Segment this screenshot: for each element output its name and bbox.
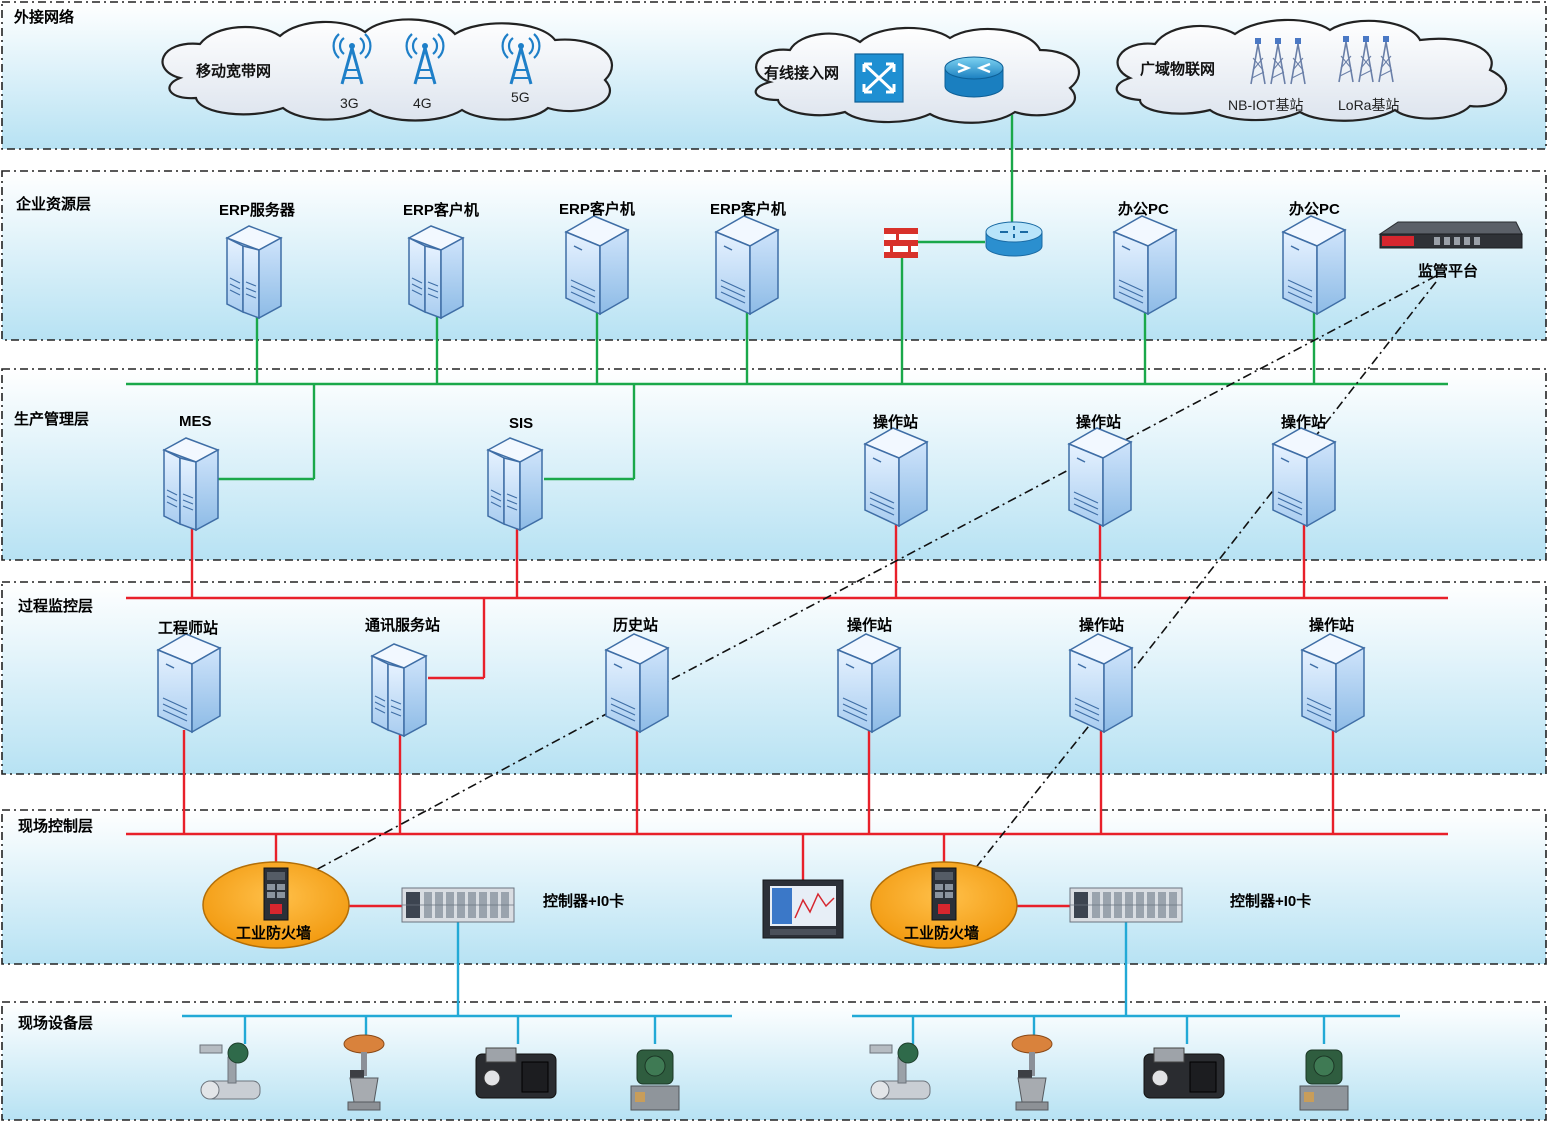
process-op-station-2-icon: [1069, 633, 1133, 733]
layer-title-production: 生产管理层: [14, 410, 89, 428]
tower-5g-label: 5G: [511, 89, 530, 105]
pressure-transmitter-2-icon: [1299, 1049, 1349, 1111]
engineer-station-icon: [157, 633, 221, 733]
pressure-transmitter-1-icon: [630, 1049, 680, 1111]
controller-2-icon: [1069, 887, 1183, 923]
tower-3g-label: 3G: [340, 95, 359, 111]
iot-network-label: 广域物联网: [1140, 60, 1215, 78]
monitoring-platform-label: 监管平台: [1418, 262, 1478, 280]
controller-2-label: 控制器+I0卡: [1230, 892, 1311, 910]
erp-client-1-label: ERP客户机: [403, 201, 479, 219]
production-op-station-1-icon: [864, 427, 928, 527]
tower-4g-label: 4G: [413, 95, 432, 111]
mobile-network-label: 移动宽带网: [196, 62, 271, 80]
layer-title-process: 过程监控层: [18, 597, 93, 615]
erp-client-1-icon: [408, 225, 464, 319]
sis-label: SIS: [509, 415, 533, 432]
erp-client-3-label: ERP客户机: [710, 200, 786, 218]
office-pc-2-label: 办公PC: [1289, 200, 1340, 218]
monitoring-platform-icon: [1378, 221, 1523, 249]
hmi-panel-icon: [762, 879, 844, 939]
comm-server-label: 通讯服务站: [365, 616, 440, 634]
production-op-station-3-icon: [1272, 427, 1336, 527]
industrial-firewall-2-icon: [931, 867, 957, 921]
panel-process: [1, 581, 1547, 775]
erp-client-2-label: ERP客户机: [559, 200, 635, 218]
layer-title-field-device: 现场设备层: [18, 1014, 93, 1032]
valve-positioner-2-icon: [1143, 1047, 1225, 1099]
cloud-iot: 广域物联网 NB-IOT基站 LoRa基站: [1115, 18, 1508, 122]
sis-server-icon: [487, 437, 543, 531]
core-router-icon: [985, 221, 1043, 257]
process-op-station-1-icon: [837, 633, 901, 733]
process-op-station-3-label: 操作站: [1309, 616, 1354, 634]
industrial-firewall-2-label: 工业防火墙: [904, 924, 979, 942]
layer-titles: 外接网络 企业资源层 生产管理层 过程监控层 现场控制层 现场设备层: [13, 8, 93, 1032]
red-network-links: [126, 522, 1448, 908]
switch-icon: [854, 53, 904, 103]
erp-client-3-icon: [715, 215, 779, 315]
green-network-links: [126, 115, 1448, 481]
layer-title-field-control: 现场控制层: [18, 817, 93, 835]
office-pc-1-label: 办公PC: [1118, 200, 1169, 218]
industrial-firewall-1-icon: [263, 867, 289, 921]
router-icon: [944, 56, 1004, 98]
history-station-icon: [605, 633, 669, 733]
history-station-label: 历史站: [613, 616, 658, 634]
wired-network-label: 有线接入网: [764, 64, 839, 82]
production-op-station-2-icon: [1068, 427, 1132, 527]
nbiot-station-label: NB-IOT基站: [1228, 97, 1303, 113]
controller-1-icon: [401, 887, 515, 923]
process-nodes: 工程师站 通讯服务站 历史站 操作站 操作站 操作站: [157, 616, 1365, 737]
enterprise-nodes: ERP服务器 ERP客户机 ERP客户机 ERP客户机 办公PC 办公PC: [219, 200, 1523, 319]
production-nodes: MES SIS 操作站 操作站 操作站: [163, 413, 1336, 531]
field-control-nodes: 工业防火墙 控制器+I0卡 工业防火墙 控制器+I0卡: [202, 861, 1311, 949]
erp-server-icon: [226, 225, 282, 319]
industrial-firewall-1-label: 工业防火墙: [236, 924, 311, 942]
valve-positioner-1-icon: [475, 1047, 557, 1099]
cloud-wired: 有线接入网: [754, 26, 1081, 124]
erp-client-2-icon: [565, 215, 629, 315]
controller-1-label: 控制器+I0卡: [543, 892, 624, 910]
layer-title-enterprise: 企业资源层: [15, 195, 91, 213]
office-pc-1-icon: [1113, 215, 1177, 315]
mes-server-icon: [163, 437, 219, 531]
erp-server-label: ERP服务器: [219, 201, 296, 219]
cloud-mobile: 移动宽带网 3G 4G 5G: [161, 18, 613, 122]
mes-label: MES: [179, 413, 212, 430]
production-op-station-3-label: 操作站: [1281, 413, 1326, 431]
panel-field-device: [1, 1001, 1547, 1121]
layer-title-external: 外接网络: [13, 8, 74, 26]
production-op-station-2-label: 操作站: [1076, 413, 1121, 431]
production-op-station-1-label: 操作站: [873, 413, 918, 431]
firewall-brick-icon: [884, 228, 918, 258]
engineer-station-label: 工程师站: [158, 619, 218, 637]
office-pc-2-icon: [1282, 215, 1346, 315]
process-op-station-1-label: 操作站: [847, 616, 892, 634]
process-op-station-2-label: 操作站: [1079, 616, 1124, 634]
monitoring-links: [285, 275, 1437, 891]
comm-server-icon: [371, 643, 427, 737]
lora-station-label: LoRa基站: [1338, 97, 1399, 113]
process-op-station-3-icon: [1301, 633, 1365, 733]
